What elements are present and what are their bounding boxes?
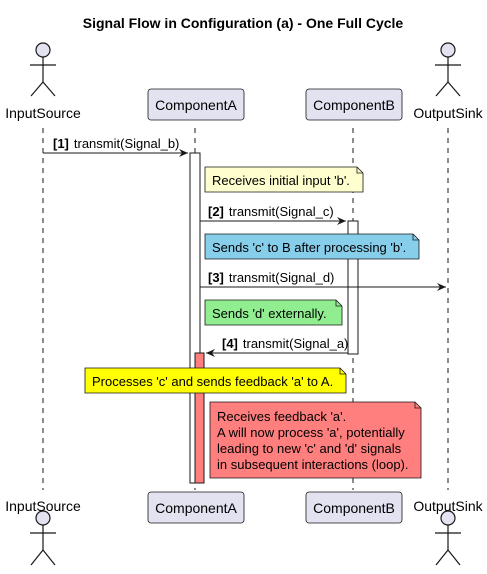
participant-component-b-bottom: ComponentB [305,491,403,524]
message-label-3: [3]transmit(Signal_d) [208,270,334,285]
note-1: Receives initial input 'b'. [204,166,364,193]
note-5-line-2: A will now process 'a', potentially [217,425,405,440]
note-5-line-1: Receives feedback 'a'. [217,409,346,424]
note-1-text: Receives initial input 'b'. [212,173,350,188]
activation-bar-component-a-feedback [194,352,205,484]
message-label-4: [4]transmit(Signal_a) [222,336,348,351]
diagram-title: Signal Flow in Configuration (a) - One F… [83,15,404,31]
participant-label-output-sink-top: OutputSink [413,105,483,121]
participant-label-component-a-top: ComponentA [155,97,237,113]
participant-label-component-b-top: ComponentB [313,97,395,113]
participant-label-input-source-top: InputSource [5,105,81,121]
participant-label-component-b-bottom: ComponentB [313,500,395,516]
note-5-line-3: leading to new 'c' and 'd' signals [217,441,402,456]
note-3-text: Sends 'd' externally. [212,306,327,321]
note-4-text: Processes 'c' and sends feedback 'a' to … [92,374,333,389]
participant-component-a-bottom: ComponentA [147,491,245,524]
note-4: Processes 'c' and sends feedback 'a' to … [84,367,347,394]
actor-input-source-bottom [30,510,56,566]
note-3: Sends 'd' externally. [204,299,343,326]
note-5: Receives feedback 'a'. A will now proces… [209,401,422,479]
participant-component-b-top: ComponentB [305,88,403,121]
actor-input-source-top [30,42,56,97]
participant-component-a-top: ComponentA [147,88,245,121]
participant-label-component-a-bottom: ComponentA [155,500,237,516]
participant-label-output-sink-bottom: OutputSink [413,498,483,514]
message-label-1: [1]transmit(Signal_b) [53,136,179,151]
note-2-text: Sends 'c' to B after processing 'b'. [212,240,406,255]
actor-output-sink-bottom [435,510,461,566]
note-2: Sends 'c' to B after processing 'b'. [204,233,420,260]
message-label-2: [2]transmit(Signal_c) [208,204,334,219]
note-5-line-4: in subsequent interactions (loop). [217,457,409,472]
participant-label-input-source-bottom: InputSource [5,498,81,514]
actor-output-sink-top [435,42,461,97]
